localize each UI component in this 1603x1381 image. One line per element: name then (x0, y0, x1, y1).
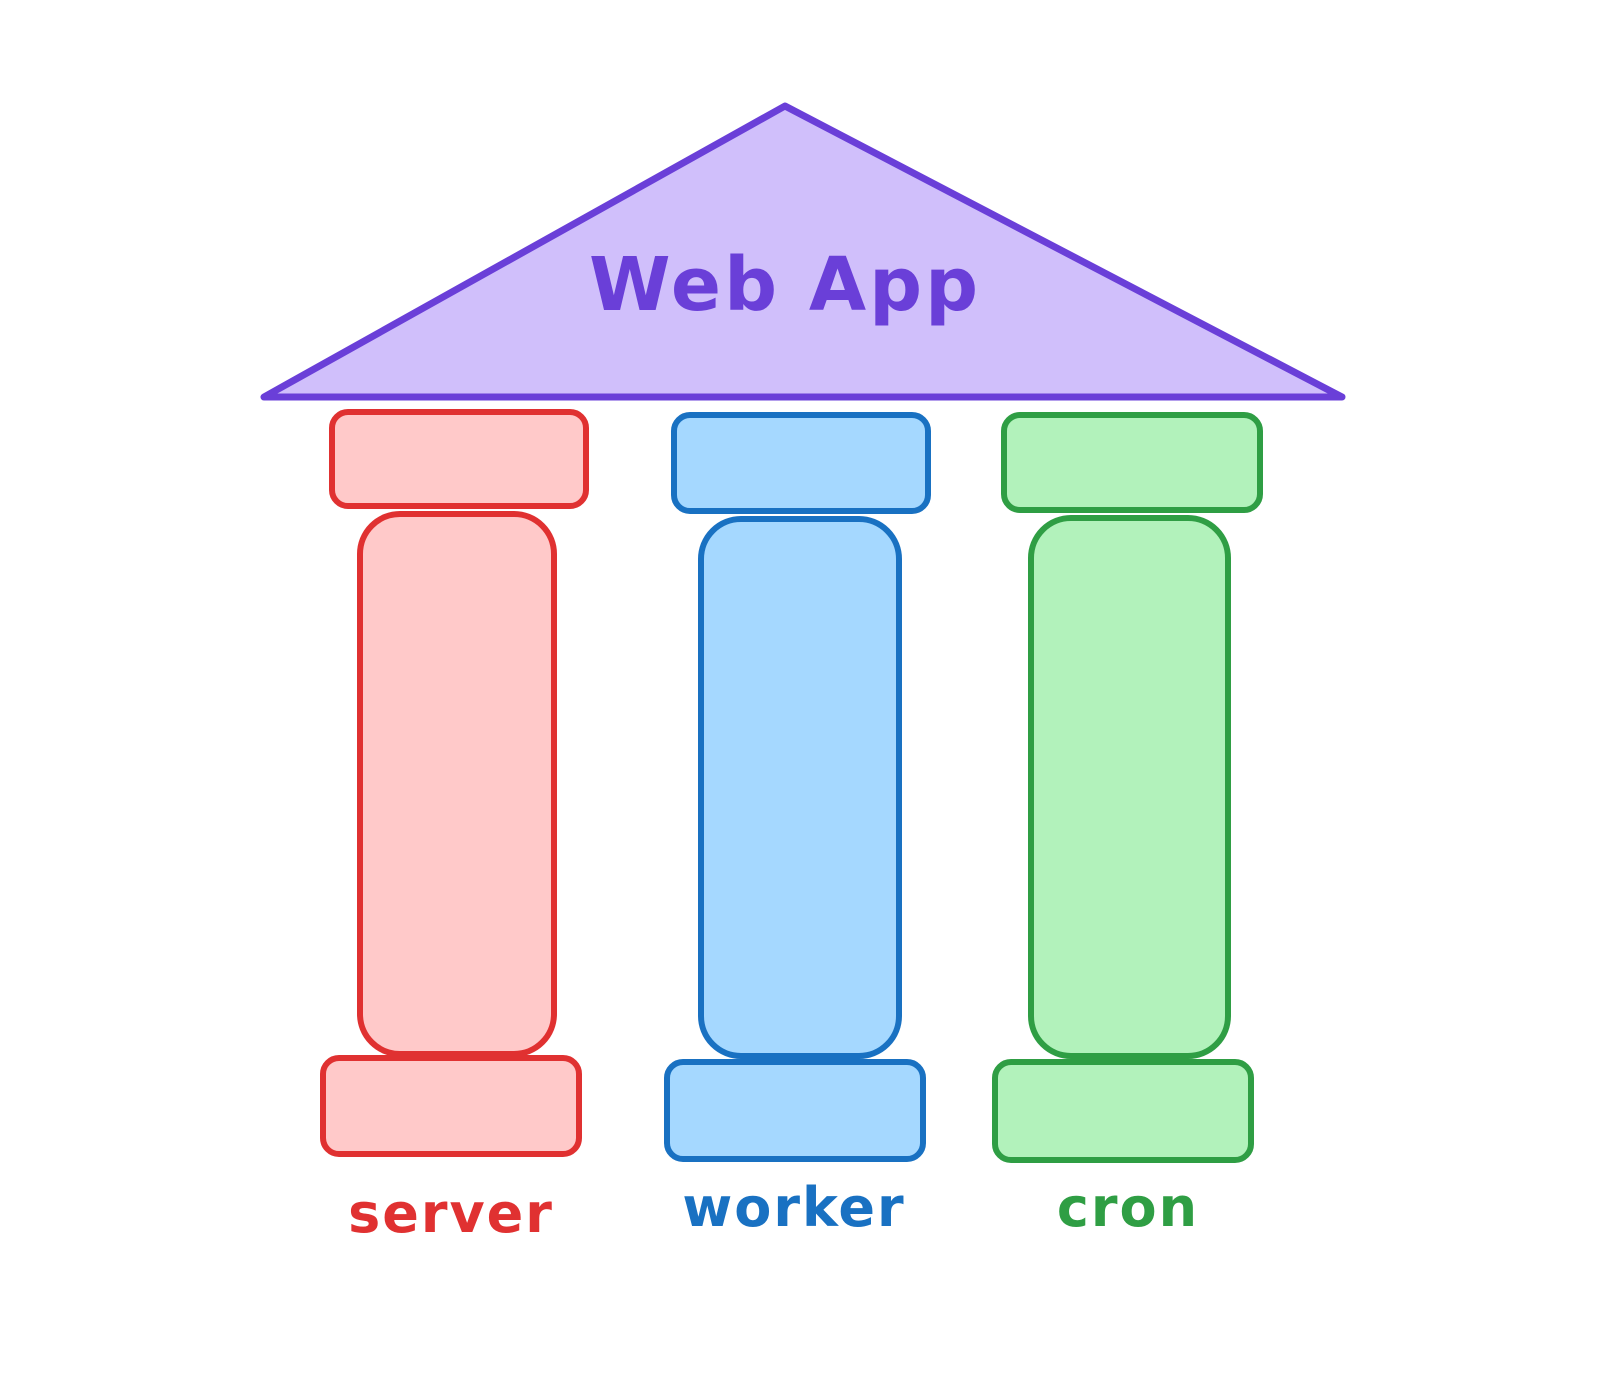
pillar-label: worker (682, 1176, 905, 1239)
roof-title: Web App (589, 242, 981, 328)
pillar-label: cron (1057, 1176, 1199, 1239)
pillar-base (664, 1059, 926, 1162)
pillar-shaft (357, 511, 557, 1057)
pillar-server: server (320, 409, 589, 1245)
pillar-capital (329, 409, 589, 509)
roof-triangle (260, 102, 1346, 401)
pillar-shaft (1028, 515, 1231, 1059)
pillar-worker: worker (664, 412, 931, 1239)
pillar-base (992, 1059, 1254, 1163)
pillar-label: server (348, 1182, 554, 1245)
pillar-shaft (698, 516, 902, 1059)
pillar-capital (671, 412, 931, 514)
pillar-capital (1001, 412, 1263, 513)
pillar-cron: cron (992, 412, 1263, 1239)
roof: Web App (260, 102, 1346, 401)
pillar-base (320, 1055, 582, 1157)
